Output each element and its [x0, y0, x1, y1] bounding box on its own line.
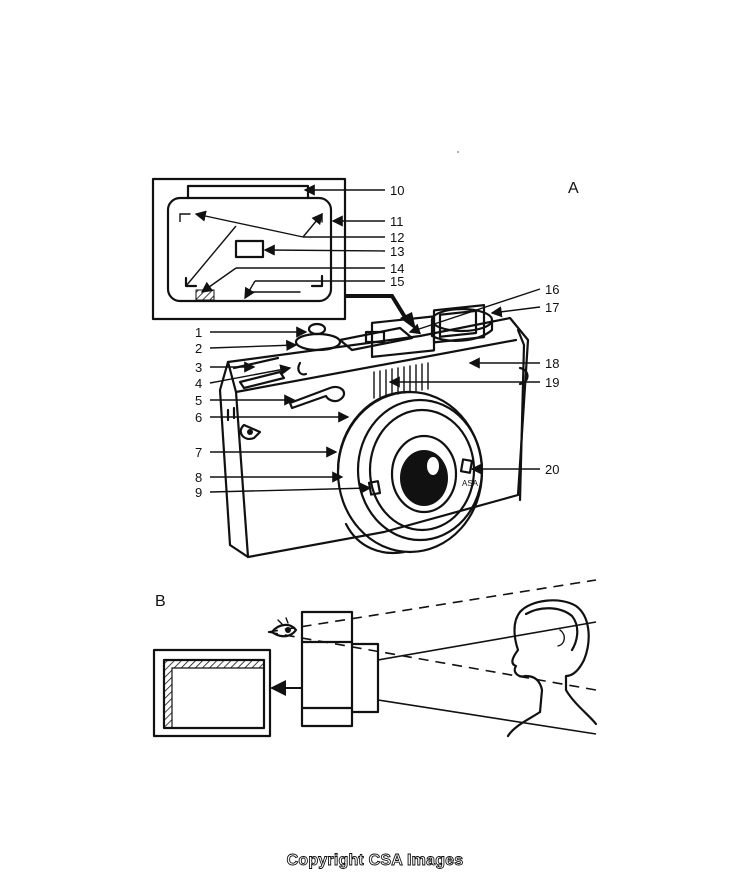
parallax-diagram [152, 579, 598, 738]
callout-3: 3 [195, 360, 202, 375]
callout-12: 12 [390, 230, 404, 245]
callout-18: 18 [545, 356, 559, 371]
callout-19: 19 [545, 375, 559, 390]
viewfinder-inset [151, 177, 386, 321]
callout-4: 4 [195, 376, 202, 391]
callout-9: 9 [195, 485, 202, 500]
callout-numbers: 1 2 3 4 5 6 7 8 9 10 11 12 13 14 15 16 1… [195, 183, 559, 500]
leader-lines-a [209, 288, 541, 494]
callout-15: 15 [390, 274, 404, 289]
callout-20: 20 [545, 462, 559, 477]
callout-16: 16 [545, 282, 559, 297]
panel-label-b: B [155, 593, 166, 610]
copyright-credit: Copyright CSA Images [286, 852, 464, 870]
camera-body [218, 304, 530, 559]
callout-2: 2 [195, 341, 202, 356]
callout-7: 7 [195, 445, 202, 460]
lens: ASA [336, 390, 484, 554]
panel-label-a: A [568, 180, 579, 197]
callout-5: 5 [195, 393, 202, 408]
asa-label: ASA [462, 479, 479, 488]
callout-13: 13 [390, 244, 404, 259]
callout-14: 14 [390, 261, 404, 276]
callout-6: 6 [195, 410, 202, 425]
callout-1: 1 [195, 325, 202, 340]
callout-10: 10 [390, 183, 404, 198]
callout-11: 11 [390, 214, 404, 229]
callout-17: 17 [545, 300, 559, 315]
callout-8: 8 [195, 470, 202, 485]
